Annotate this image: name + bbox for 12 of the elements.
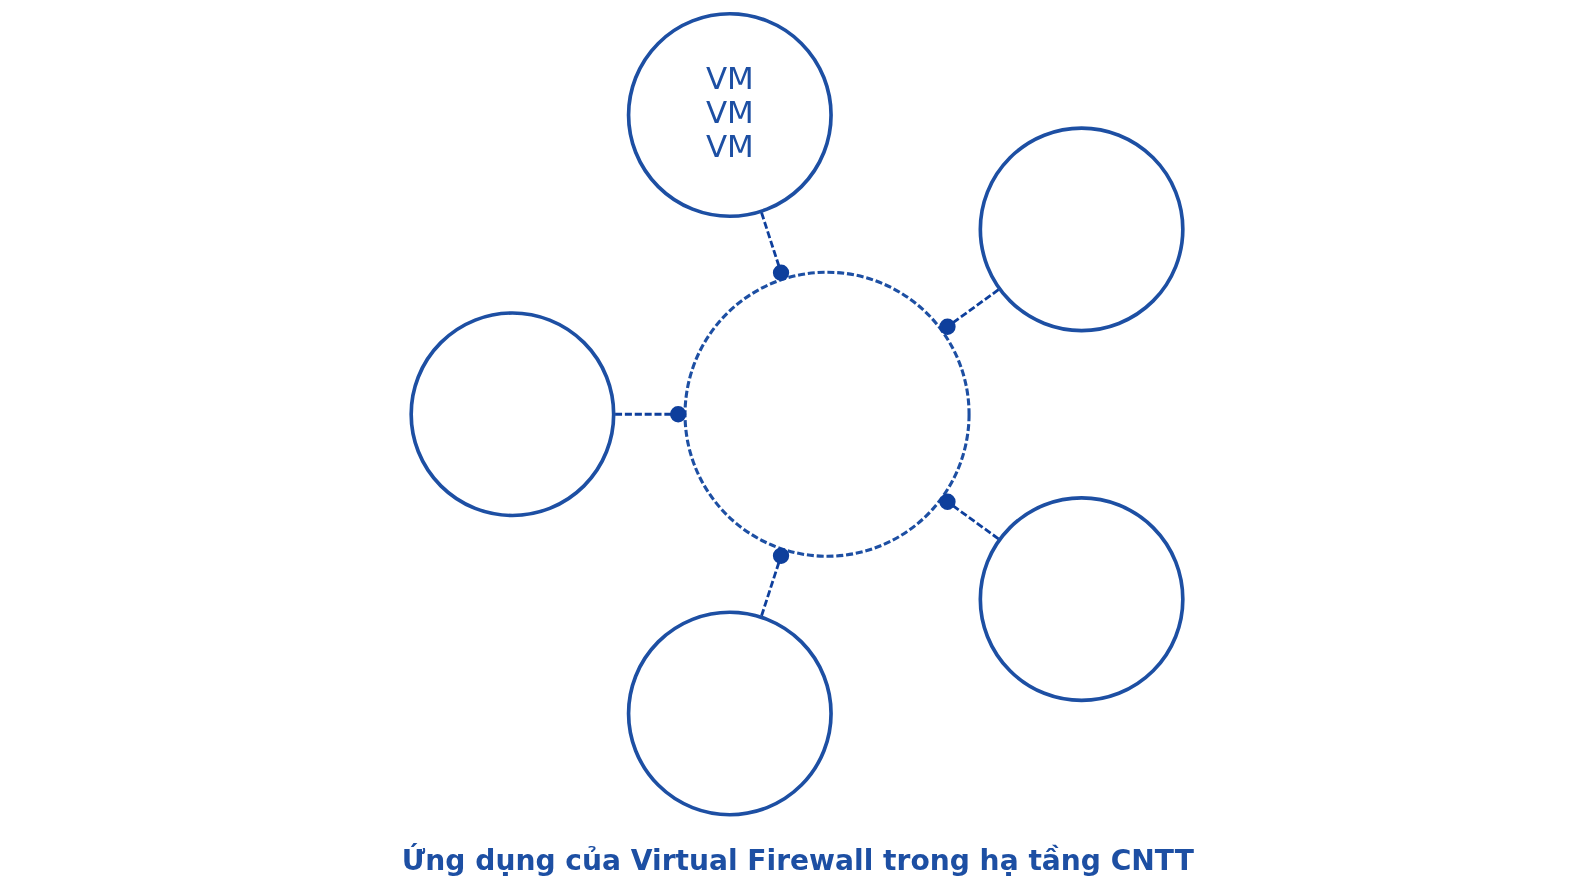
connector — [613, 406, 687, 423]
connector — [939, 287, 1001, 335]
node-circle — [978, 496, 1185, 703]
node-circle — [978, 126, 1185, 333]
node-circle — [409, 311, 616, 518]
node-circle — [626, 610, 833, 817]
node-circle — [683, 270, 971, 558]
caption: Ứng dụng của Virtual Firewall trong hạ tầng CNTT — [401, 843, 1194, 877]
connector — [759, 547, 790, 618]
connector — [759, 211, 790, 281]
connector — [939, 493, 1001, 541]
node-circle: VM VM VM — [626, 11, 833, 219]
